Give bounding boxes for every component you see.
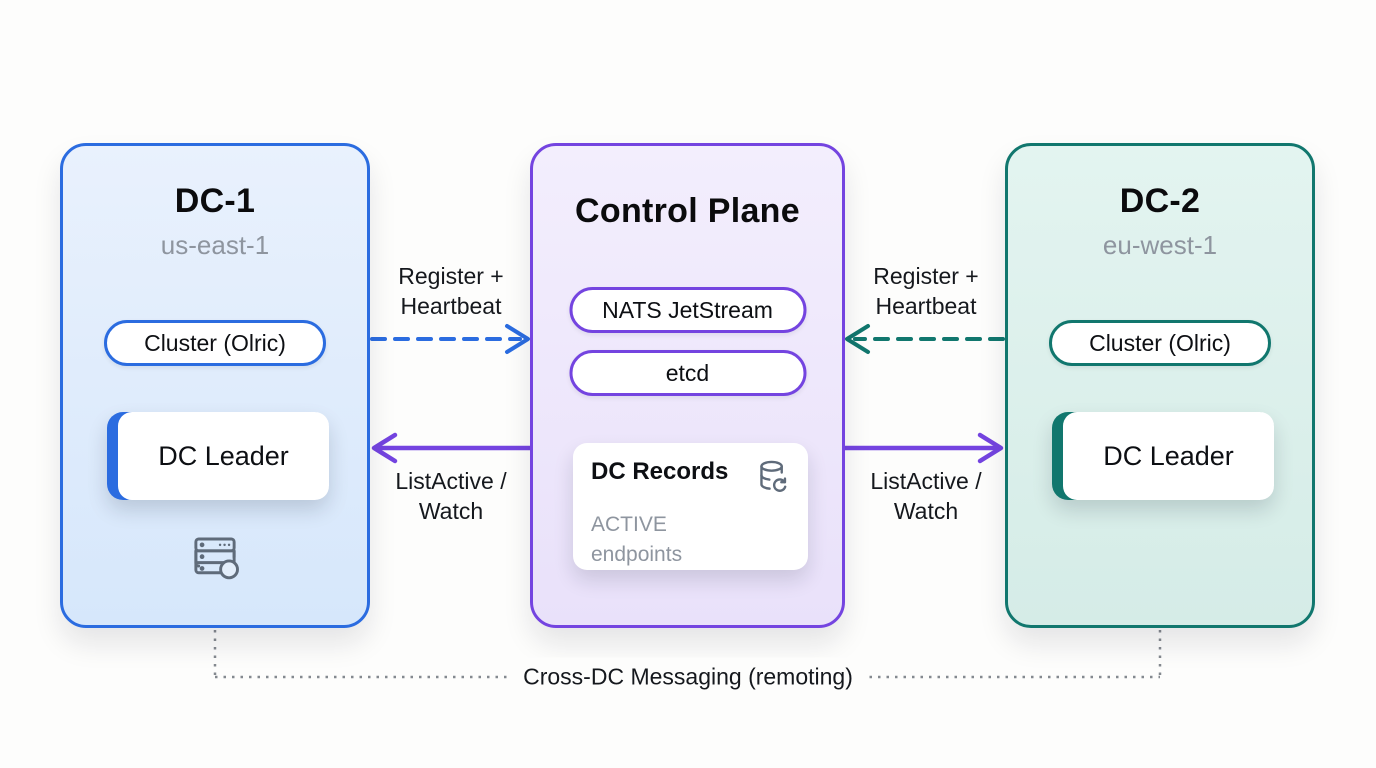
listactive-watch-label-dc1: ListActive / Watch (395, 468, 507, 524)
dc1-region: us-east-1 (160, 230, 270, 260)
listactive-watch-arrow-dc2 (842, 432, 1004, 464)
control-plane-box: Control Plane NATS JetStream etcd DC Rec… (530, 143, 845, 628)
dc1-cluster-pill: Cluster (Olric) (104, 320, 326, 366)
database-sync-icon (756, 459, 790, 502)
nats-jetstream-pill: NATS JetStream (569, 287, 806, 333)
dc2-title: DC-2 (1119, 182, 1201, 220)
nats-jetstream-label: NATS JetStream (602, 296, 773, 323)
server-status-icon (188, 530, 242, 589)
etcd-label: etcd (665, 359, 710, 386)
dc-records-card: DC Records ACTIVE endpoints (573, 443, 808, 570)
cross-dc-messaging-label: Cross-DC Messaging (remoting) (507, 657, 869, 697)
dc2-leader-label: DC Leader (1063, 412, 1274, 500)
register-heartbeat-label-dc1: Register + Heartbeat (398, 263, 504, 319)
dc1-leader-label: DC Leader (118, 412, 329, 500)
dc1-leader-card: DC Leader (107, 412, 329, 500)
control-plane-title: Control Plane (575, 192, 800, 230)
etcd-pill: etcd (569, 350, 806, 396)
listactive-watch-label-dc2: ListActive / Watch (870, 468, 982, 524)
register-heartbeat-arrow-dc1 (370, 324, 530, 354)
dc2-cluster-pill-label: Cluster (Olric) (1089, 329, 1231, 356)
dc1-cluster-pill-label: Cluster (Olric) (144, 329, 286, 356)
dc2-leader-card: DC Leader (1052, 412, 1274, 500)
dc1-title: DC-1 (174, 182, 256, 220)
dc-records-line1: ACTIVE (591, 513, 667, 536)
register-heartbeat-arrow-dc2 (845, 324, 1005, 354)
dc-records-title: DC Records (591, 458, 729, 485)
dc2-region: eu-west-1 (1102, 230, 1218, 260)
dc1-box: DC-1 us-east-1 Cluster (Olric) DC Leader (60, 143, 370, 628)
dc2-cluster-pill: Cluster (Olric) (1049, 320, 1271, 366)
listactive-watch-arrow-dc1 (371, 432, 533, 464)
dc2-box: DC-2 eu-west-1 Cluster (Olric) DC Leader (1005, 143, 1315, 628)
register-heartbeat-label-dc2: Register + Heartbeat (873, 263, 979, 319)
dc-records-line2: endpoints (591, 542, 683, 566)
